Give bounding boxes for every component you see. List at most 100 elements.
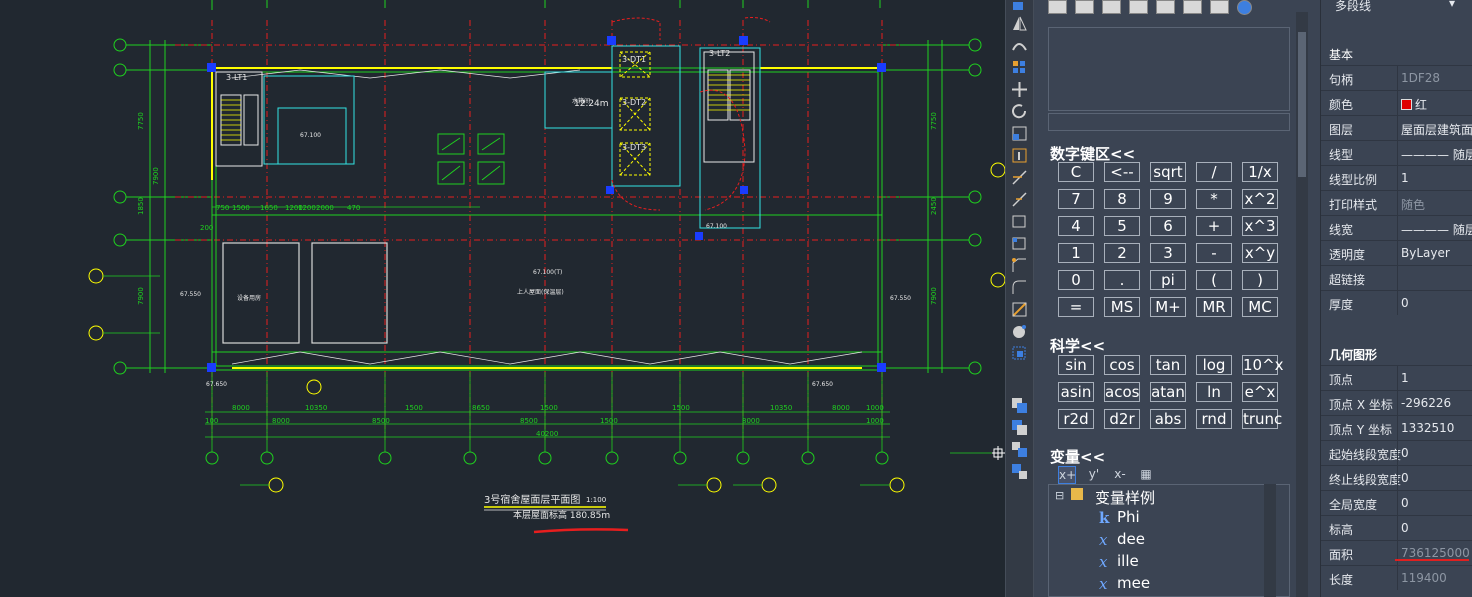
calc-key[interactable]: C <box>1058 162 1094 182</box>
draw-order-back-icon[interactable] <box>1010 418 1029 437</box>
offset-icon[interactable] <box>1010 36 1029 55</box>
calc-key[interactable]: 10^x <box>1242 355 1284 375</box>
copy-icon[interactable] <box>1010 0 1029 19</box>
calc-key[interactable]: . <box>1104 270 1140 290</box>
calc-key[interactable]: M+ <box>1150 297 1186 317</box>
calc-key[interactable]: sin <box>1058 355 1094 375</box>
calc-key[interactable]: 1 <box>1058 243 1094 263</box>
calc-key[interactable]: pi <box>1150 270 1186 290</box>
calc-key[interactable]: MC <box>1242 297 1278 317</box>
calc-key[interactable]: + <box>1196 216 1232 236</box>
calc-key[interactable]: / <box>1196 162 1232 182</box>
move-icon[interactable] <box>1010 80 1029 99</box>
calc-key[interactable]: atan <box>1150 382 1186 402</box>
extend-icon[interactable] <box>1010 190 1029 209</box>
calc-key[interactable]: = <box>1058 297 1094 317</box>
variable-name[interactable]: ille <box>1117 552 1139 570</box>
property-row[interactable]: 顶点 X 坐标-296226 <box>1321 390 1472 415</box>
calc-key[interactable]: rnd <box>1196 409 1232 429</box>
property-value[interactable]: ———— 随层 <box>1401 223 1472 237</box>
calc-history-display[interactable] <box>1048 27 1290 111</box>
calc-key[interactable]: 0 <box>1058 270 1094 290</box>
scrollbar-thumb[interactable] <box>1298 32 1306 177</box>
join-icon[interactable] <box>1010 234 1029 253</box>
calc-key[interactable]: acos <box>1104 382 1140 402</box>
property-row[interactable]: 打印样式随色 <box>1321 190 1472 215</box>
array-icon[interactable] <box>1010 58 1029 77</box>
calc-key[interactable]: x^2 <box>1242 189 1278 209</box>
calc-key[interactable]: 8 <box>1104 189 1140 209</box>
edit-variable-icon[interactable]: y' <box>1088 467 1100 481</box>
calc-key[interactable]: 1/x <box>1242 162 1278 182</box>
draw-order-front-icon[interactable] <box>1010 396 1029 415</box>
property-row[interactable]: 超链接 <box>1321 265 1472 290</box>
property-value[interactable]: 红 <box>1415 98 1428 112</box>
variable-group-label[interactable]: 变量样例 <box>1095 489 1156 507</box>
calc-key[interactable]: d2r <box>1104 409 1140 429</box>
stretch-icon[interactable] <box>1010 146 1029 165</box>
mirror-icon[interactable] <box>1010 14 1029 33</box>
property-row[interactable]: 颜色红 <box>1321 90 1472 115</box>
scale-icon[interactable] <box>1010 124 1029 143</box>
floor-plan-drawing[interactable]: 7750 1850 7900 7900 7750 7900 2450 <box>0 0 1005 597</box>
calc-key[interactable]: ln <box>1196 382 1232 402</box>
calc-scrollbar[interactable] <box>1296 12 1308 597</box>
property-value[interactable]: 1332510 <box>1401 421 1455 435</box>
scientific-section-title[interactable]: 科学<< <box>1050 337 1106 355</box>
clear-history-icon[interactable] <box>1075 0 1094 14</box>
property-value[interactable]: 0 <box>1401 496 1409 510</box>
tree-scrollbar[interactable] <box>1264 484 1276 597</box>
draw-order-below-icon[interactable] <box>1010 462 1029 481</box>
calc-key[interactable]: tan <box>1150 355 1186 375</box>
calc-key[interactable]: 6 <box>1150 216 1186 236</box>
calc-key[interactable]: x^3 <box>1242 216 1278 236</box>
calc-key[interactable]: abs <box>1150 409 1186 429</box>
calc-key[interactable]: 3 <box>1150 243 1186 263</box>
calc-key[interactable]: * <box>1196 189 1232 209</box>
calc-key[interactable]: trunc <box>1242 409 1283 429</box>
numpad-section-title[interactable]: 数字键区<< <box>1050 145 1136 163</box>
angle-icon[interactable] <box>1183 0 1202 14</box>
property-value[interactable]: ByLayer <box>1401 246 1450 260</box>
rotate-icon[interactable] <box>1010 102 1029 121</box>
calc-key[interactable]: sqrt <box>1150 162 1186 182</box>
property-value[interactable]: 随色 <box>1401 198 1426 212</box>
calc-key[interactable]: 9 <box>1150 189 1186 209</box>
calc-key[interactable]: 5 <box>1104 216 1140 236</box>
explode-icon[interactable] <box>1010 322 1029 341</box>
blend-icon[interactable] <box>1010 300 1029 319</box>
property-value[interactable]: 0 <box>1401 296 1409 310</box>
calc-key[interactable]: 2 <box>1104 243 1140 263</box>
get-coordinates-icon[interactable] <box>1129 0 1148 14</box>
fillet-icon[interactable] <box>1010 278 1029 297</box>
chamfer-icon[interactable] <box>1010 256 1029 275</box>
calc-key[interactable]: MS <box>1104 297 1140 317</box>
property-value[interactable]: 0 <box>1401 446 1409 460</box>
variable-name[interactable]: dee <box>1117 530 1145 548</box>
property-row[interactable]: 线型———— 随层 <box>1321 140 1472 165</box>
calc-key[interactable]: asin <box>1058 382 1094 402</box>
property-value[interactable]: 1 <box>1401 171 1409 185</box>
property-value[interactable]: 119400 <box>1401 571 1447 585</box>
property-value[interactable]: ———— 随层 <box>1401 148 1472 162</box>
variable-name[interactable]: Phi <box>1117 508 1140 526</box>
intersection-icon[interactable] <box>1210 0 1229 14</box>
collapse-icon[interactable]: ⊟ <box>1055 489 1065 502</box>
property-row[interactable]: 线宽———— 随层 <box>1321 215 1472 240</box>
calc-key[interactable]: 4 <box>1058 216 1094 236</box>
property-value[interactable]: -296226 <box>1401 396 1452 410</box>
calc-key[interactable]: cos <box>1104 355 1140 375</box>
property-value[interactable]: 1DF28 <box>1401 71 1441 85</box>
property-value[interactable]: 0 <box>1401 521 1409 535</box>
calc-key[interactable]: 7 <box>1058 189 1094 209</box>
draw-order-above-icon[interactable] <box>1010 440 1029 459</box>
